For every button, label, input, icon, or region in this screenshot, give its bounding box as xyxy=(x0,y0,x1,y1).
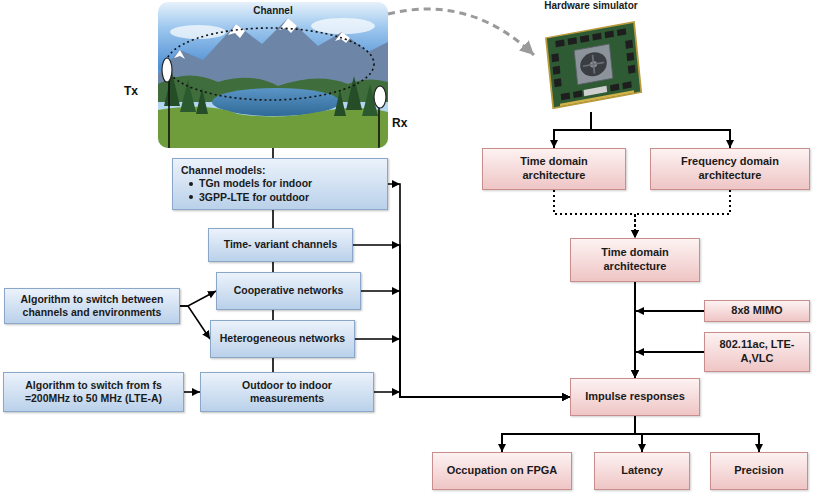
connector xyxy=(272,262,274,272)
box-text: Algorithm to switch between channels and… xyxy=(13,293,171,319)
bullet-row: 3GPP-LTE for outdoor xyxy=(189,191,309,204)
box-text: Hardware simulator xyxy=(535,0,647,11)
connector xyxy=(184,391,200,393)
connector xyxy=(388,184,570,397)
connector xyxy=(361,291,570,397)
input-box: 802.11ac, LTE- A,VLC xyxy=(704,332,810,372)
channel-picture: Channel xyxy=(158,2,388,148)
box-text: Time domain architecture xyxy=(489,155,619,183)
connector xyxy=(635,416,759,452)
architecture-box: Time domain architecture xyxy=(482,148,626,190)
process-box: Outdoor to indoor measurements xyxy=(200,372,374,412)
bullet-dot xyxy=(189,182,193,186)
box-text: Time domain architecture xyxy=(577,246,693,274)
connector xyxy=(355,339,570,397)
box-text: TGn models for indoor xyxy=(199,177,312,190)
box-text: Occupation on FPGA xyxy=(439,464,565,478)
connector xyxy=(272,358,274,372)
architecture-box: Frequency domain architecture xyxy=(650,148,810,190)
box-text: Heterogeneous networks xyxy=(219,332,346,345)
process-box: Time- variant channels xyxy=(208,228,353,262)
architecture-box: Time domain architecture xyxy=(570,238,700,282)
algorithm-box: Algorithm to switch from fs =200MHz to 5… xyxy=(3,372,184,412)
metric-box: Occupation on FPGA xyxy=(432,452,572,490)
box-text: Precision xyxy=(717,464,801,478)
connector xyxy=(635,311,704,378)
connector xyxy=(272,310,274,320)
dashed-arrow xyxy=(388,9,534,55)
connector xyxy=(353,245,570,397)
connector xyxy=(554,190,635,238)
process-box: Heterogeneous networks xyxy=(210,320,355,358)
bullet-dot xyxy=(189,195,193,199)
hardware-picture: Hardware simulator xyxy=(535,0,647,112)
box-text: Frequency domain architecture xyxy=(657,155,803,183)
connector xyxy=(635,352,704,378)
box-text: Time- variant channels xyxy=(217,238,344,251)
process-box: Channel models:TGn models for indoor3GPP… xyxy=(172,158,388,210)
box-text: Impulse responses xyxy=(577,390,693,404)
box-text: Latency xyxy=(601,464,683,478)
box-text: 8x8 MIMO xyxy=(711,304,803,318)
connector xyxy=(374,392,570,397)
result-box: Impulse responses xyxy=(570,378,700,416)
antenna-label: Tx xyxy=(124,84,138,98)
connector xyxy=(635,190,730,238)
process-box: Cooperative networks xyxy=(216,272,361,310)
metric-box: Latency xyxy=(594,452,690,490)
landscape-illustration xyxy=(158,2,388,148)
box-text: Outdoor to indoor measurements xyxy=(209,379,365,405)
antenna-label: Rx xyxy=(392,116,407,130)
connector xyxy=(272,148,274,158)
input-box: 8x8 MIMO xyxy=(704,300,810,322)
fpga-board-illustration xyxy=(540,18,644,113)
box-text: Cooperative networks xyxy=(225,284,352,297)
connector xyxy=(502,416,635,452)
connector xyxy=(554,112,591,148)
algorithm-box: Algorithm to switch between channels and… xyxy=(4,288,180,324)
box-text: 3GPP-LTE for outdoor xyxy=(199,191,309,204)
box-text: Algorithm to switch from fs =200MHz to 5… xyxy=(12,379,175,405)
connector xyxy=(180,306,210,339)
connector xyxy=(180,291,216,306)
connector xyxy=(591,112,730,148)
box-text: Channel xyxy=(158,5,388,16)
box-heading: Channel models: xyxy=(181,164,266,177)
metric-box: Precision xyxy=(710,452,808,490)
box-text: 802.11ac, LTE- A,VLC xyxy=(711,338,803,366)
connector xyxy=(272,210,274,228)
bullet-row: TGn models for indoor xyxy=(189,177,312,190)
